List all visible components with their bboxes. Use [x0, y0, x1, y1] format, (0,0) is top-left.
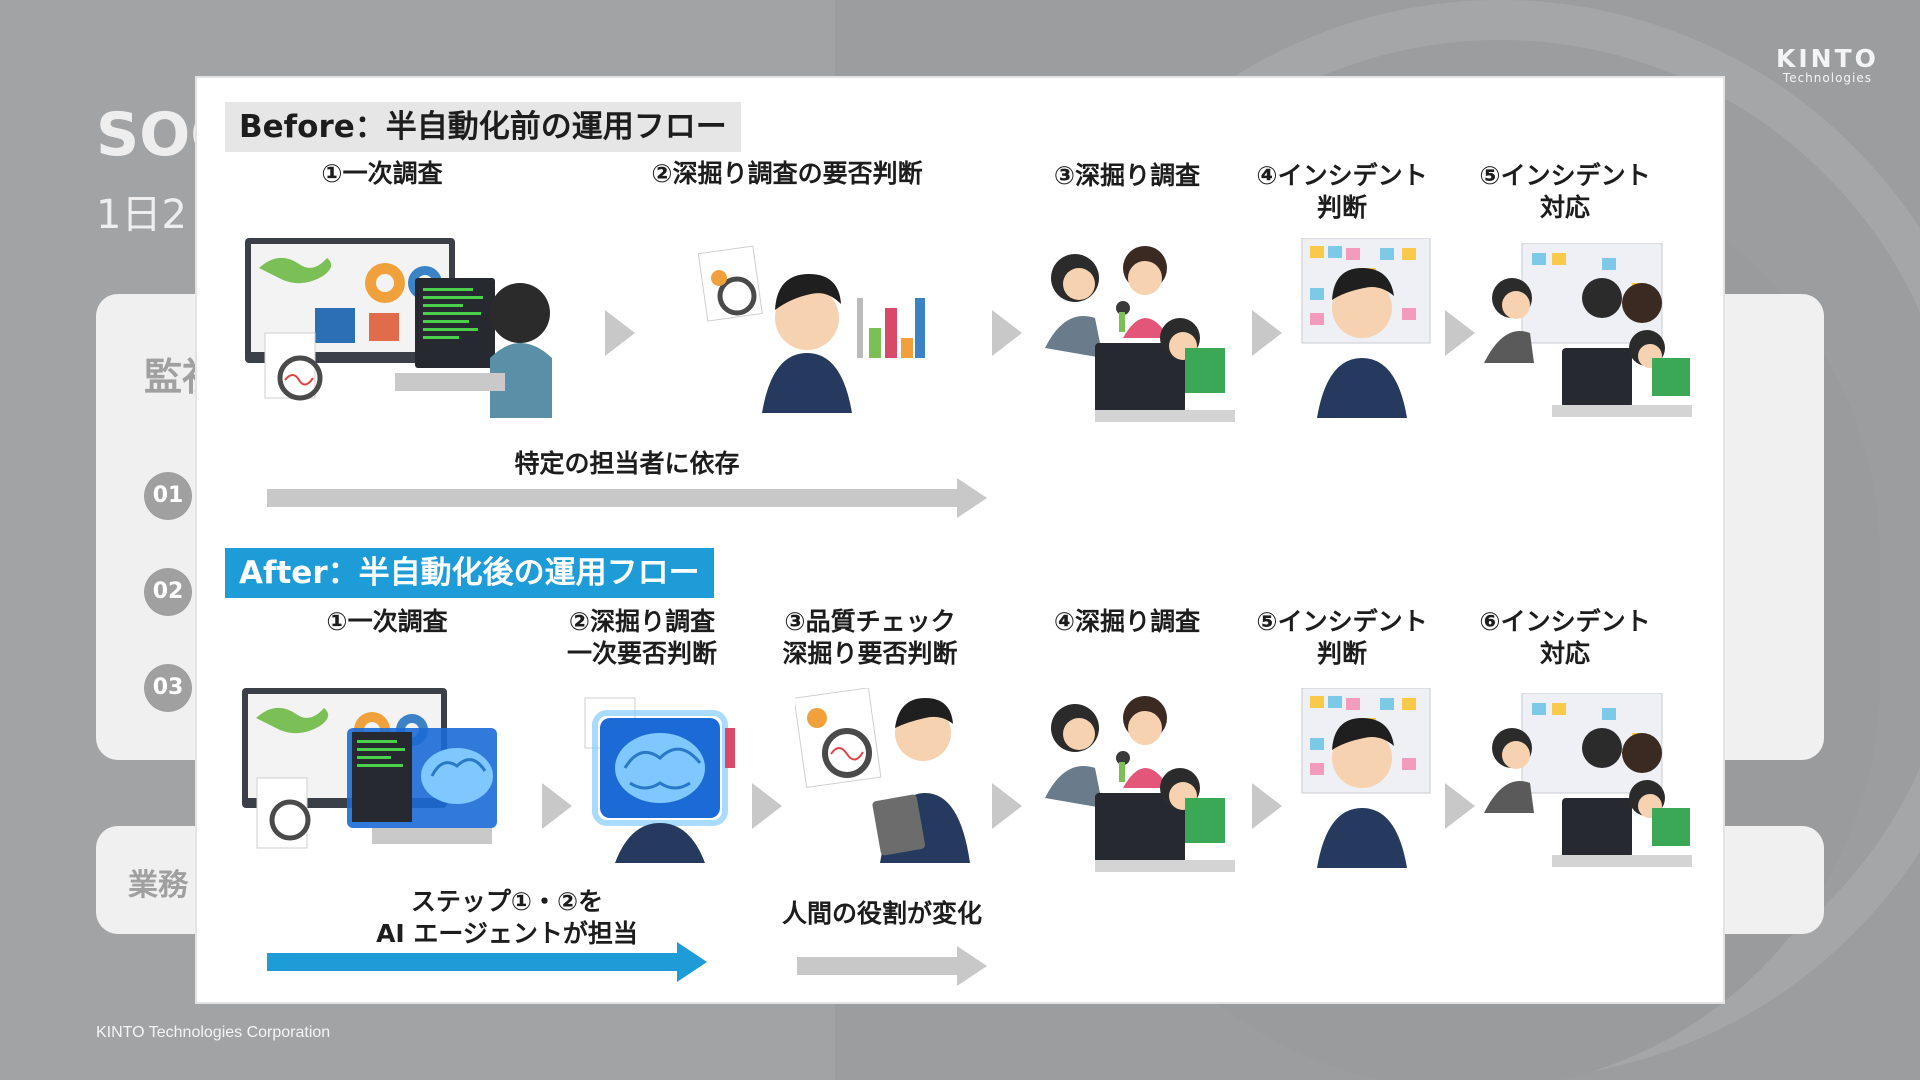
human-role-arrow — [797, 946, 987, 986]
footer-text: KINTO Technologies Corporation — [96, 1024, 331, 1041]
after-step-2: ②深掘り調査 一次要否判断 — [566, 607, 717, 668]
before-arrow-2 — [992, 310, 1022, 356]
before-arrow-1 — [605, 310, 635, 356]
slide-subtitle: 1日2 — [96, 192, 187, 238]
before-header: Before：半自動化前の運用フロー — [225, 102, 741, 152]
number-badge-2: 02 — [144, 568, 192, 616]
after-arrow-4 — [1252, 783, 1282, 829]
ai-agent-label: ステップ①・②を AI エージェントが担当 — [376, 887, 638, 948]
after-step-4: ④深掘り調査 — [1053, 607, 1201, 636]
before-step-1: ①一次調査 — [321, 159, 443, 188]
before-arrow-label: 特定の担当者に依存 — [514, 449, 740, 478]
after-arrow-1 — [542, 783, 572, 829]
after-arrow-3 — [992, 783, 1022, 829]
after-step-1: ①一次調査 — [326, 607, 448, 636]
flow-diagram: Before：半自動化前の運用フロー ①一次調査 ②深掘り調査の要否判断 ③深掘… — [195, 76, 1725, 1004]
before-arrow-3 — [1252, 310, 1282, 356]
brand-sub: Technologies — [1782, 71, 1872, 85]
bottom-card-text: 業務 — [128, 868, 188, 903]
ai-analyst-illustration — [242, 688, 497, 849]
decision-board-illustration-2 — [1301, 688, 1431, 868]
ai-brain-illustration — [584, 697, 735, 863]
after-step-3: ③品質チェック 深掘り要否判断 — [782, 607, 958, 668]
response-team-illustration — [1484, 243, 1692, 417]
brand-name: KINTO — [1776, 44, 1879, 73]
after-step-6: ⑥インシデント 対応 — [1479, 607, 1651, 668]
before-dependency-arrow — [267, 478, 987, 518]
after-arrow-5 — [1445, 783, 1475, 829]
response-team-illustration-2 — [1484, 693, 1692, 867]
brand-logo: KINTO Technologies — [1776, 44, 1879, 85]
number-badge-3: 03 — [144, 664, 192, 712]
after-arrow-2 — [752, 783, 782, 829]
before-step-3: ③深掘り調査 — [1053, 161, 1201, 190]
investigation-team-illustration-2 — [1045, 696, 1235, 872]
number-badge-1: 01 — [144, 472, 192, 520]
thinking-person-illustration — [697, 245, 925, 413]
before-step-4: ④インシデント 判断 — [1256, 161, 1428, 222]
after-step-5: ⑤インシデント 判断 — [1256, 607, 1428, 668]
human-role-label: 人間の役割が変化 — [781, 899, 982, 928]
before-step-5: ⑤インシデント 対応 — [1479, 161, 1651, 222]
investigation-team-illustration — [1045, 246, 1235, 422]
before-step-2: ②深掘り調査の要否判断 — [651, 159, 923, 188]
ai-agent-arrow — [267, 942, 707, 982]
quality-check-illustration — [795, 688, 970, 863]
analyst-monitor-illustration — [245, 238, 552, 418]
before-arrow-4 — [1445, 310, 1475, 356]
decision-board-illustration — [1301, 238, 1431, 418]
after-header: After：半自動化後の運用フロー — [225, 548, 714, 598]
